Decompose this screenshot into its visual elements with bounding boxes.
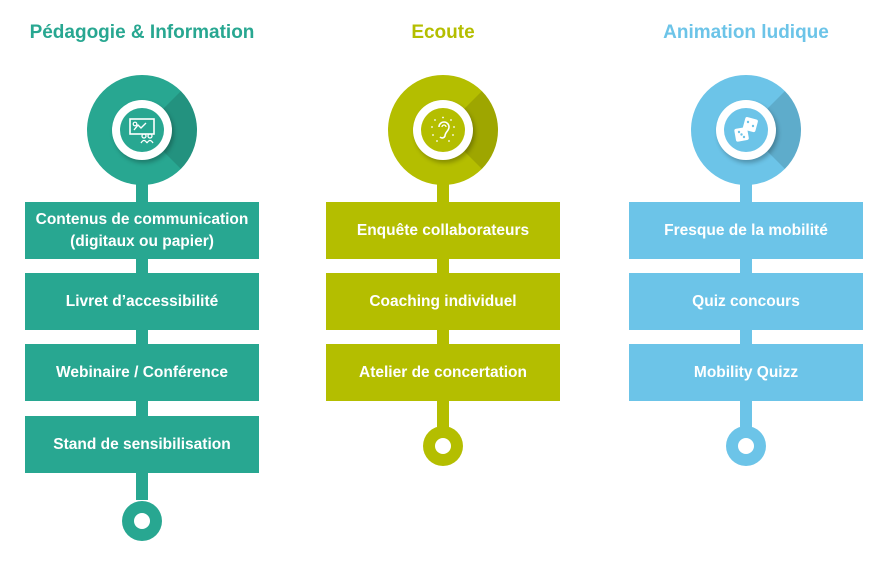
list-item: Enquête collaborateurs xyxy=(326,202,560,259)
list-item: Quiz concours xyxy=(629,273,863,330)
list-item: Webinaire / Conférence xyxy=(25,344,259,401)
list-item: Fresque de la mobilité xyxy=(629,202,863,259)
end-node xyxy=(122,501,162,541)
list-item: Atelier de concertation xyxy=(326,344,560,401)
list-item: Mobility Quizz xyxy=(629,344,863,401)
end-node xyxy=(726,426,766,466)
dice-icon xyxy=(724,108,768,152)
column-title: Animation ludique xyxy=(663,22,829,43)
list-item: Contenus de communication (digitaux ou p… xyxy=(25,202,259,259)
column-ecoute: Ecoute Enquête collaborateurs Coaching i… xyxy=(326,0,560,564)
column-pedagogie: Pédagogie & Information Contenus de comm… xyxy=(25,0,259,564)
list-item: Stand de sensibilisation xyxy=(25,416,259,473)
hub-circle xyxy=(87,75,197,185)
hub-circle xyxy=(691,75,801,185)
hub-circle xyxy=(388,75,498,185)
ear-icon xyxy=(421,108,465,152)
list-item: Livret d’accessibilité xyxy=(25,273,259,330)
column-animation: Animation ludique Fresque de la mobilité… xyxy=(629,0,863,564)
presentation-icon xyxy=(120,108,164,152)
column-title: Pédagogie & Information xyxy=(29,22,255,43)
column-title: Ecoute xyxy=(411,22,475,43)
list-item: Coaching individuel xyxy=(326,273,560,330)
end-node xyxy=(423,426,463,466)
